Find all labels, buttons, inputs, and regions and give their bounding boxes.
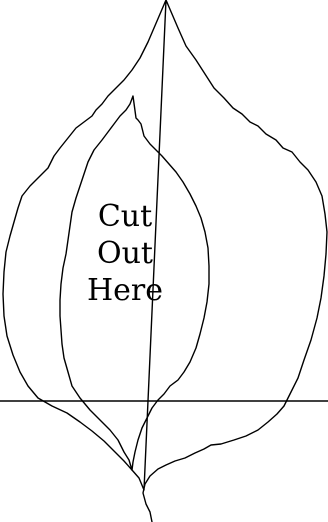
label-line-3: Here [70, 272, 180, 309]
label-line-1: Cut [70, 198, 180, 235]
cut-out-here-label: Cut Out Here [70, 198, 180, 309]
label-line-2: Out [70, 235, 180, 272]
